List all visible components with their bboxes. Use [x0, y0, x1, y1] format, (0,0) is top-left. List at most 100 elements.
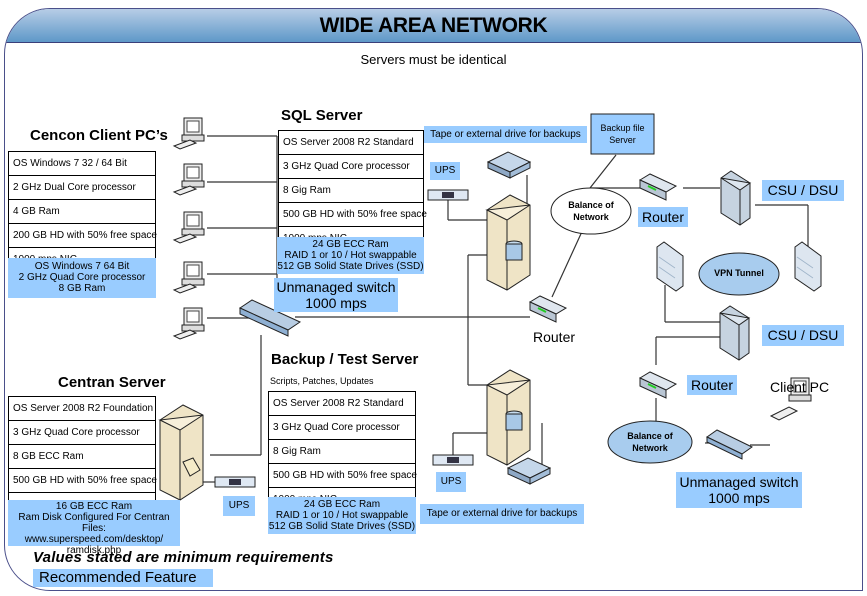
spec-row: 8 GB ECC Ram — [9, 445, 155, 469]
ups-icon — [427, 189, 469, 201]
recommended-line: OS Windows 7 64 Bit — [34, 261, 130, 272]
router-icon — [638, 173, 678, 201]
spec-row: OS Windows 7 32 / 64 Bit — [9, 152, 155, 176]
ups-icon — [432, 454, 474, 466]
recommended-line: RAID 1 or 10 / Hot swappable — [275, 510, 409, 521]
sql-server-spec-table: OS Server 2008 R2 Standard 3 GHz Quad Co… — [278, 130, 427, 252]
csu-dsu-icon — [720, 170, 752, 226]
balance-of-network-remote-label: Balance of Network — [608, 430, 692, 454]
spec-row: 3 GHz Quad Core processor — [9, 421, 155, 445]
balance-of-network-shape — [550, 187, 632, 235]
recommended-feature-legend: Recommended Feature — [33, 569, 213, 587]
tape-drive-icon — [486, 151, 532, 179]
backup-server-recommended: 24 GB ECC Ram RAID 1 or 10 / Hot swappab… — [268, 497, 416, 534]
spec-row: OS Server 2008 R2 Standard — [269, 392, 415, 416]
spec-row: 4 GB Ram — [9, 200, 155, 224]
centran-server-recommended: 16 GB ECC Ram Ram Disk Configured For Ce… — [8, 500, 180, 556]
spec-row: 8 Gig Ram — [269, 440, 415, 464]
centran-server-icon — [158, 404, 204, 501]
label-line: Network — [573, 212, 609, 222]
sql-server-heading: SQL Server — [281, 107, 363, 124]
backup-server-spec-table: OS Server 2008 R2 Standard 3 GHz Quad Co… — [268, 391, 417, 513]
ups-icon — [214, 476, 256, 488]
diagram-title: WIDE AREA NETWORK — [319, 14, 548, 37]
spec-row: 200 GB HD with 50% free space — [9, 224, 157, 248]
label-line: Backup file — [600, 123, 645, 133]
pc-icon — [172, 307, 205, 340]
router-label: Router — [687, 375, 737, 395]
header-bar: WIDE AREA NETWORK — [5, 9, 862, 43]
spec-row: 500 GB HD with 50% free space — [269, 464, 417, 488]
spec-row: 2 GHz Dual Core processor — [9, 176, 155, 200]
pc-icon — [172, 211, 205, 244]
spec-row: 500 GB HD with 50% free space — [279, 203, 427, 227]
main-switch-icon — [238, 299, 302, 337]
spec-row: OS Server 2008 R2 Foundation — [9, 397, 155, 421]
label-line: Balance of — [568, 200, 614, 210]
pc-icon — [172, 117, 205, 150]
tape-drive-icon — [506, 457, 552, 485]
recommended-line: 2 GHz Quad Core processor — [18, 272, 146, 283]
router-icon — [638, 371, 678, 399]
spec-row: 3 GHz Quad Core processor — [279, 155, 423, 179]
recommended-line: RAID 1 or 10 / Hot swappable — [284, 250, 417, 261]
spec-row: 500 GB HD with 50% free space — [9, 469, 157, 493]
subtitle: Servers must be identical — [360, 52, 507, 67]
recommended-line: 24 GB ECC Ram — [303, 499, 381, 510]
remote-client-pc-icon — [769, 377, 812, 421]
client-pcs-recommended: OS Windows 7 64 Bit 2 GHz Quad Core proc… — [8, 258, 156, 298]
sql-tape-label: Tape or external drive for backups — [424, 126, 587, 143]
csu-dsu-label: CSU / DSU — [762, 180, 844, 201]
router-icon — [528, 295, 568, 323]
backup-tape-label: Tape or external drive for backups — [420, 504, 584, 524]
client-pc-icons — [172, 117, 812, 421]
sql-ups-label: UPS — [430, 162, 460, 180]
switch-label-line: Unmanaged switch — [276, 279, 396, 295]
label-line: Server — [609, 135, 636, 145]
firewall-icon — [794, 241, 822, 292]
backup-server-heading: Backup / Test Server — [271, 351, 419, 368]
balance-of-network-label: Balance of Network — [551, 199, 631, 223]
spec-row: OS Server 2008 R2 Standard — [279, 131, 423, 155]
balance-of-network-remote-shape — [607, 420, 693, 464]
label-line: Balance of — [627, 431, 673, 441]
minimum-requirements-note: Values stated are minimum requirements — [33, 549, 334, 566]
recommended-line: 512 GB Solid State Drives (SSD) — [268, 521, 416, 532]
sql-server-icon — [485, 194, 531, 291]
switch-label-line: 1000 mps — [305, 295, 367, 311]
switch-label-line: Unmanaged switch — [679, 474, 799, 490]
pc-icon — [172, 163, 205, 196]
backup-server-icon — [485, 369, 531, 466]
sql-server-recommended: 24 GB ECC Ram RAID 1 or 10 / Hot swappab… — [277, 237, 424, 274]
centran-ups-label: UPS — [223, 496, 255, 516]
firewall-icon — [656, 241, 684, 292]
recommended-line: 16 GB ECC Ram — [55, 501, 133, 512]
pc-icon — [172, 261, 205, 294]
main-switch-label: Unmanaged switch 1000 mps — [274, 278, 398, 312]
recommended-line: www.superspeed.com/desktop/ — [24, 534, 164, 545]
spec-row: 3 GHz Quad Core processor — [269, 416, 415, 440]
router-label: Router — [638, 207, 688, 227]
client-pcs-spec-table: OS Windows 7 32 / 64 Bit 2 GHz Dual Core… — [8, 151, 157, 273]
client-pcs-heading: Cencon Client PC’s — [30, 127, 168, 144]
csu-dsu-icon — [719, 305, 751, 361]
switch-label-line: 1000 mps — [708, 490, 770, 506]
remote-switch-label: Unmanaged switch 1000 mps — [676, 472, 802, 508]
label-line: Network — [632, 443, 668, 453]
recommended-line: ramdisk.php — [66, 545, 122, 556]
client-pc-label: Client PC — [770, 379, 830, 395]
spec-row: 8 Gig Ram — [279, 179, 423, 203]
backup-file-server-label: Backup file Server — [591, 122, 654, 146]
recommended-line: 512 GB Solid State Drives (SSD) — [277, 261, 424, 272]
backup-ups-label: UPS — [436, 472, 466, 492]
recommended-line: 24 GB ECC Ram — [312, 239, 389, 250]
remote-switch-icon — [706, 429, 753, 460]
recommended-line: 8 GB Ram — [58, 283, 106, 294]
recommended-line: Ram Disk Configured For Centran Files: — [18, 512, 170, 534]
vpn-tunnel-label: VPN Tunnel — [714, 268, 764, 278]
router-label: Router — [533, 329, 576, 345]
csu-dsu-label: CSU / DSU — [762, 325, 844, 346]
vpn-tunnel-shape — [698, 252, 780, 296]
backup-file-server-box — [590, 113, 655, 155]
